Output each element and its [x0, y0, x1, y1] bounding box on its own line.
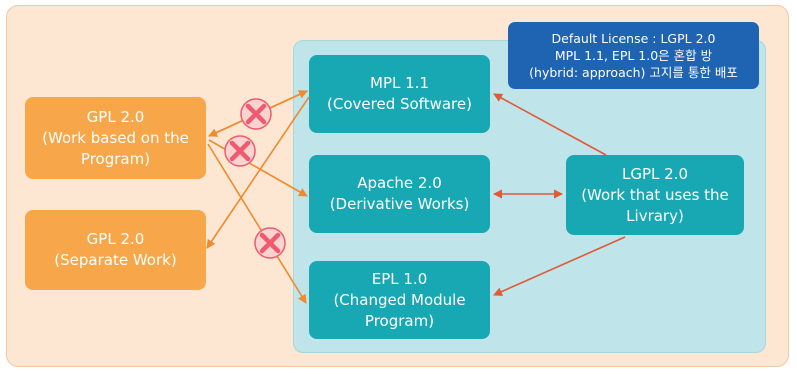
- gpl-work-line-3: Program): [80, 149, 151, 168]
- arrow-lgpl-mpl: [493, 93, 607, 156]
- forbidden-x-icon: [224, 135, 256, 167]
- gpl-work-based-box: GPL 2.0 (Work based on the Program): [25, 97, 206, 179]
- forbidden-x-icon: [240, 98, 272, 130]
- apache-line-2: (Derivative Works): [329, 195, 470, 213]
- epl-box: EPL 1.0 (Changed Module Program): [309, 261, 490, 339]
- epl-line-2: (Changed Module: [333, 290, 466, 309]
- lgpl-box: LGPL 2.0 (Work that uses the Livrary): [566, 155, 744, 235]
- arrow-gpl-to-epl: [207, 143, 307, 304]
- forbidden-x-icon: [254, 227, 286, 259]
- lgpl-line-2: (Work that uses the: [581, 185, 729, 204]
- gpl-separate-line-1: GPL 2.0: [86, 230, 145, 248]
- apache-line-1: Apache 2.0: [357, 174, 442, 192]
- mpl-box: MPL 1.1 (Covered Software): [309, 55, 490, 133]
- gpl-separate-work-box: GPL 2.0 (Separate Work): [25, 210, 206, 290]
- mpl-line-2: (Covered Software): [327, 95, 472, 113]
- arrow-lgpl-epl: [493, 236, 626, 296]
- default-license-note: Default License : LGPL 2.0 MPL 1.1, EPL …: [508, 22, 759, 89]
- mpl-line-1: MPL 1.1: [370, 74, 429, 92]
- note-line-3: (hybrid: approach) 고지를 통한 배포: [529, 65, 738, 80]
- note-line-2: MPL 1.1, EPL 1.0은 혼합 방: [554, 48, 713, 63]
- epl-line-1: EPL 1.0: [371, 269, 428, 288]
- gpl-work-line-2: (Work based on the: [42, 128, 189, 147]
- gpl-separate-line-2: (Separate Work): [54, 251, 177, 269]
- apache-box: Apache 2.0 (Derivative Works): [309, 155, 490, 233]
- gpl-work-line-1: GPL 2.0: [86, 107, 145, 126]
- lgpl-line-1: LGPL 2.0: [621, 164, 688, 183]
- arrow-mpl-to-gpl-separate: [206, 96, 310, 249]
- epl-line-3: Program): [364, 311, 435, 330]
- note-line-1: Default License : LGPL 2.0: [551, 31, 716, 46]
- lgpl-line-3: Livrary): [626, 206, 684, 225]
